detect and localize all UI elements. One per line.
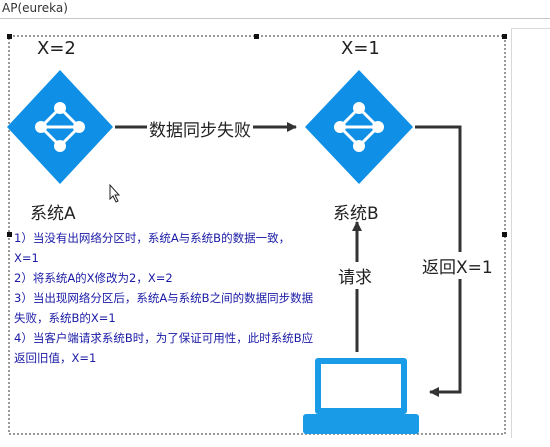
note-item-3: 3）当出现网络分区后，系统A与系统B之间的数据同步数据失败，系统B的X=1 <box>14 291 314 325</box>
page-border-right <box>511 28 512 438</box>
note-item-4: 4）当客户端请求系统B时，为了保证可用性，此时系统B应返回旧值，X=1 <box>14 331 314 365</box>
system-b-label: 系统B <box>333 204 379 224</box>
sync-failed-label: 数据同步失败 <box>147 116 253 141</box>
notes-text-block: 1）当没有出网络分区时，系统A与系统B的数据一致，X=1 2）将系统A的X修改为… <box>14 228 314 368</box>
handle-top-center[interactable] <box>254 34 259 39</box>
client-laptop-icon <box>303 358 419 434</box>
system-b-state: X=1 <box>341 38 380 59</box>
window-title: AP(eureka) <box>2 1 68 15</box>
system-a-node-icon <box>7 70 113 184</box>
handle-top-right[interactable] <box>502 34 507 39</box>
return-label: 返回X=1 <box>420 252 495 279</box>
window-title-bar: AP(eureka) <box>0 0 550 19</box>
system-a-state: X=2 <box>37 38 76 59</box>
handle-middle-right[interactable] <box>502 232 507 237</box>
mouse-cursor-icon <box>109 183 121 203</box>
handle-middle-left[interactable] <box>7 232 12 237</box>
selection-handles <box>7 34 507 237</box>
note-item-2: 2）将系统A的X修改为2，X=2 <box>14 271 173 285</box>
note-item-1: 1）当没有出网络分区时，系统A与系统B的数据一致，X=1 <box>14 231 291 265</box>
request-label: 请求 <box>336 262 374 289</box>
system-b-node-icon <box>305 70 413 184</box>
system-a-label: 系统A <box>30 204 76 224</box>
page-border-top <box>511 28 550 29</box>
handle-top-left[interactable] <box>7 34 12 39</box>
